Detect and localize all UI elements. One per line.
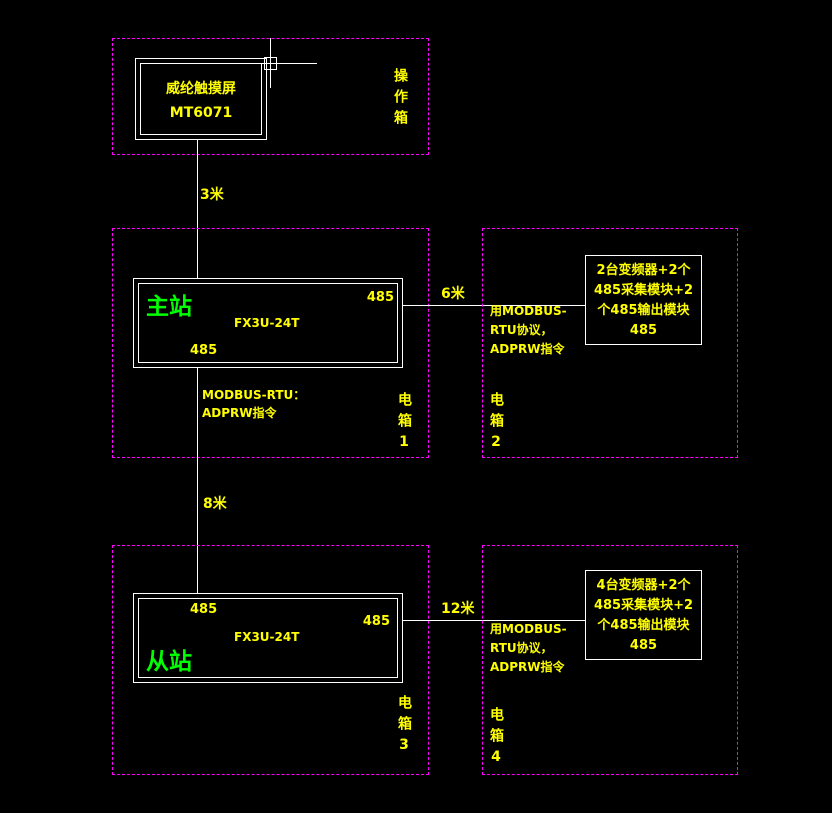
hmi-box-inner-border — [140, 63, 262, 135]
slave-port-485-top: 485 — [190, 602, 218, 617]
ebox1-dashed-box[interactable] — [112, 228, 429, 458]
device2-line3: 个485输出模块 — [597, 303, 690, 318]
link2-note-line1: 用MODBUS- — [490, 304, 567, 318]
link-master-device2-length: 6米 — [441, 286, 465, 302]
slave-station-name: 从站 — [146, 649, 192, 675]
master-port-485-right: 485 — [366, 290, 394, 305]
slave-plc-box[interactable]: 485 FX3U-24T 485 从站 — [133, 593, 403, 683]
device4-port-485: 485 — [629, 638, 658, 653]
ebox4-dashed-box[interactable] — [482, 545, 738, 775]
device4-line2: 485采集模块+2 — [593, 598, 694, 613]
link4-note-line1: 用MODBUS- — [490, 622, 567, 636]
link4-note-line3: ADPRW指令 — [490, 660, 565, 674]
master-station-name: 主站 — [146, 294, 192, 320]
master-port-485-bottom: 485 — [190, 343, 218, 358]
cursor-crosshair-horizontal-icon — [247, 63, 317, 64]
master-plc-box[interactable]: 主站 FX3U-24T 485 485 — [133, 278, 403, 368]
master-protocol-note-line2: ADPRW指令 — [202, 406, 277, 420]
device2-box[interactable]: 2台变频器+2个 485采集模块+2 个485输出模块 485 — [585, 255, 702, 345]
link-slave-device4-note: 用MODBUS- RTU协议， ADPRW指令 — [490, 620, 567, 677]
ebox3-dashed-box[interactable] — [112, 545, 429, 775]
link4-note-line2: RTU协议， — [490, 641, 553, 655]
link-hmi-master-length: 3米 — [200, 187, 224, 203]
master-protocol-note-line1: MODBUS-RTU： — [202, 388, 306, 402]
cursor-pickbox-icon — [264, 57, 277, 70]
master-plc-inner-border — [138, 283, 398, 363]
operator-cabinet-label: 操作箱 — [392, 68, 408, 131]
master-protocol-note: MODBUS-RTU： ADPRW指令 — [202, 386, 305, 422]
link-master-to-device2[interactable] — [403, 305, 585, 306]
link-master-to-slave[interactable] — [197, 368, 198, 593]
device2-line2: 485采集模块+2 — [593, 283, 694, 298]
slave-plc-model: FX3U-24T — [234, 630, 300, 644]
link-slave-to-device4[interactable] — [403, 620, 585, 621]
hmi-box[interactable]: 威纶触摸屏 MT6071 — [135, 58, 267, 140]
link-master-slave-length: 8米 — [203, 496, 227, 512]
hmi-model: MT6071 — [169, 104, 233, 121]
ebox1-label: 电箱1 — [396, 392, 412, 457]
link-master-device2-note: 用MODBUS- RTU协议， ADPRW指令 — [490, 302, 567, 359]
hmi-name: 威纶触摸屏 — [166, 80, 236, 97]
link2-note-line3: ADPRW指令 — [490, 342, 565, 356]
device2-port-485: 485 — [629, 323, 658, 338]
ebox3-label: 电箱3 — [396, 695, 412, 760]
slave-port-485-right: 485 — [362, 614, 390, 629]
ebox2-dashed-box[interactable] — [482, 228, 738, 458]
slave-plc-inner-border — [138, 598, 398, 678]
master-plc-model: FX3U-24T — [234, 316, 300, 330]
link-slave-device4-length: 12米 — [441, 601, 475, 617]
ebox2-label: 电箱2 — [488, 392, 504, 457]
device4-box[interactable]: 4台变频器+2个 485采集模块+2 个485输出模块 485 — [585, 570, 702, 660]
device2-line1: 2台变频器+2个 — [596, 263, 691, 278]
link2-note-line2: RTU协议， — [490, 323, 553, 337]
device4-line1: 4台变频器+2个 — [596, 578, 691, 593]
ebox4-label: 电箱4 — [488, 707, 504, 772]
link-hmi-to-master[interactable] — [197, 140, 198, 278]
device4-line3: 个485输出模块 — [597, 618, 690, 633]
